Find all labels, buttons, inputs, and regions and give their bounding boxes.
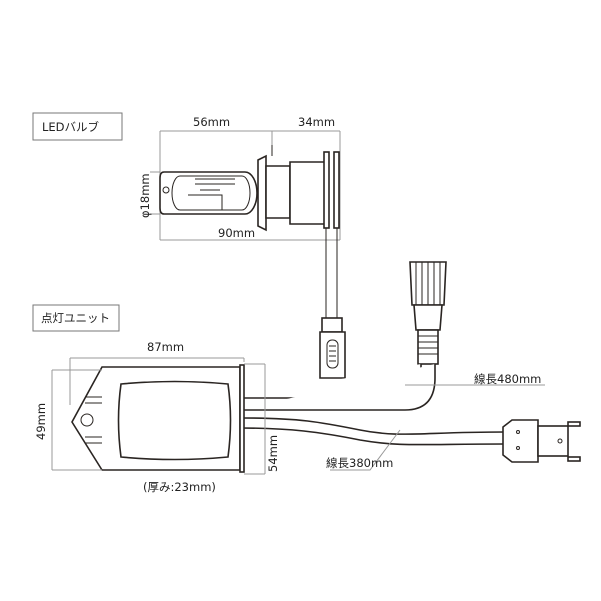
bulb-front-length-label: 56mm xyxy=(193,115,230,129)
bulb-diameter-label: φ18mm xyxy=(138,173,152,218)
unit-depth-label: 54mm xyxy=(266,435,280,472)
bulb-title-text: LEDバルブ xyxy=(42,120,100,134)
cables xyxy=(239,364,506,446)
h4-plug xyxy=(502,419,581,463)
unit-thickness-label: (厚み:23mm) xyxy=(143,480,216,494)
unit-connector xyxy=(409,261,447,365)
cable-length-380-label: 線長380mm xyxy=(326,456,393,470)
unit-width-label: 87mm xyxy=(147,340,184,354)
bulb-section-title: LEDバルブ xyxy=(32,112,123,141)
bulb-base-length-label: 34mm xyxy=(298,115,335,129)
unit-height-label: 49mm xyxy=(34,403,48,440)
unit-dimension-lines xyxy=(51,357,545,475)
cable-length-480-label: 線長480mm xyxy=(474,372,541,386)
unit-title-text: 点灯ユニット xyxy=(41,311,110,325)
lighting-unit xyxy=(71,364,245,473)
bulb-total-length-label: 90mm xyxy=(218,226,255,240)
unit-section-title: 点灯ユニット xyxy=(32,304,120,332)
led-bulb xyxy=(159,145,340,232)
bulb-wire-connector xyxy=(319,228,346,379)
